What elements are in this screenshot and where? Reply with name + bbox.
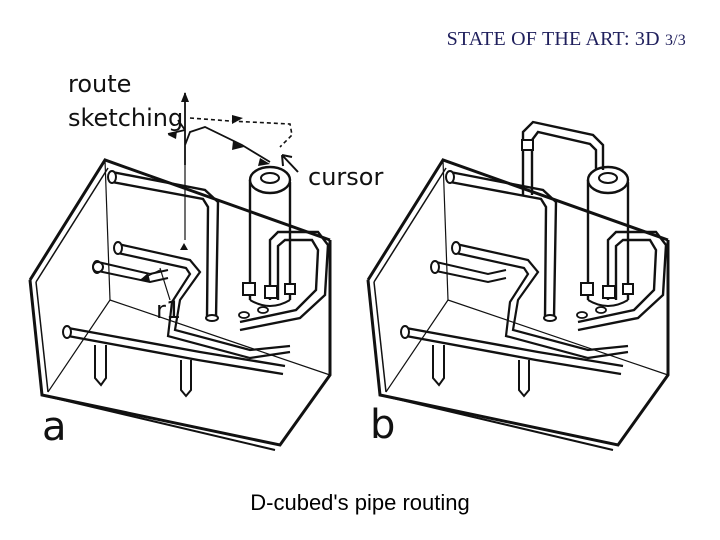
slide-title: STATE OF THE ART: 3D 3/3	[447, 28, 686, 51]
pipe-routing-figure: route sketching cursor r1 a b	[28, 70, 670, 452]
panel-a-drawing	[28, 92, 332, 452]
route-sketching-label-line2: sketching	[68, 104, 183, 132]
figure-caption: D-cubed's pipe routing	[250, 490, 470, 515]
cursor-label: cursor	[308, 163, 383, 191]
panel-a-label: a	[42, 404, 67, 450]
slide-page-number: 3/3	[664, 32, 686, 49]
slide-title-main: STATE OF THE ART: 3D	[446, 28, 660, 50]
panel-b-drawing	[366, 120, 670, 452]
panel-b-label: b	[370, 402, 395, 448]
route-sketching-label-line1: route	[68, 70, 131, 98]
r1-label: r1	[156, 296, 181, 324]
